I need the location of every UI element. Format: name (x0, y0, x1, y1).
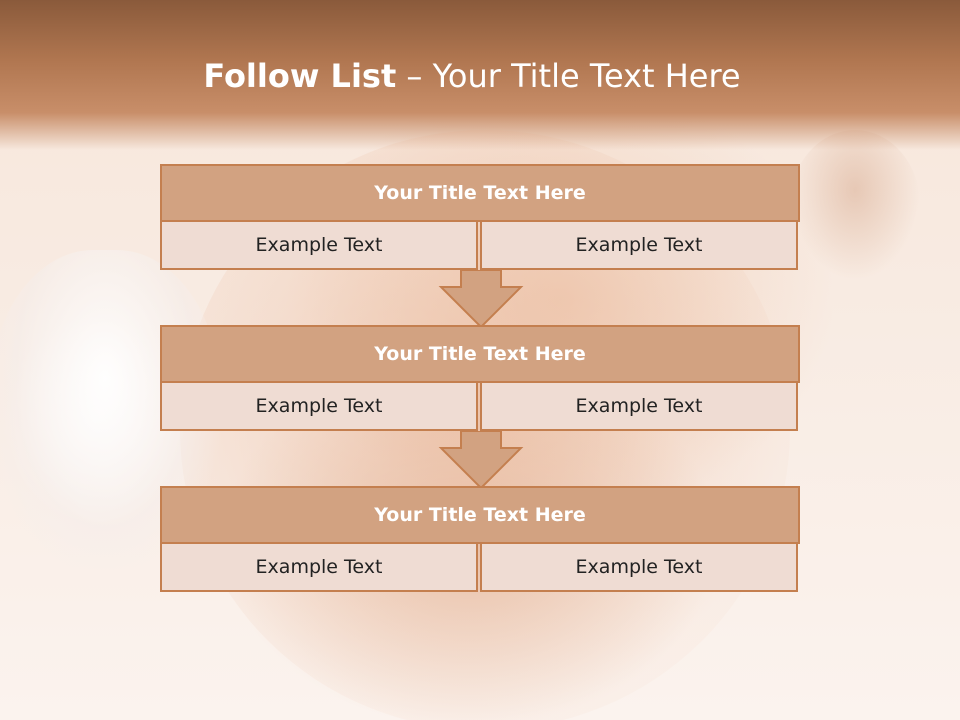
stage-title: Your Title Text Here (160, 486, 800, 544)
stage-cell-left: Example Text (160, 220, 478, 270)
stage-cell-right: Example Text (480, 542, 798, 592)
header-band (0, 0, 960, 150)
title-bold: Follow List (203, 57, 397, 95)
background-hand (790, 130, 920, 280)
slide-title: Follow List – Your Title Text Here (0, 56, 944, 96)
down-arrow-icon (438, 270, 524, 329)
title-rest: – Your Title Text Here (396, 57, 741, 95)
stage-cell-right: Example Text (480, 381, 798, 431)
stage-title: Your Title Text Here (160, 164, 800, 222)
stage-cell-right: Example Text (480, 220, 798, 270)
stage-cell-left: Example Text (160, 542, 478, 592)
stage-cell-left: Example Text (160, 381, 478, 431)
stage-title: Your Title Text Here (160, 325, 800, 383)
down-arrow-icon (438, 431, 524, 490)
